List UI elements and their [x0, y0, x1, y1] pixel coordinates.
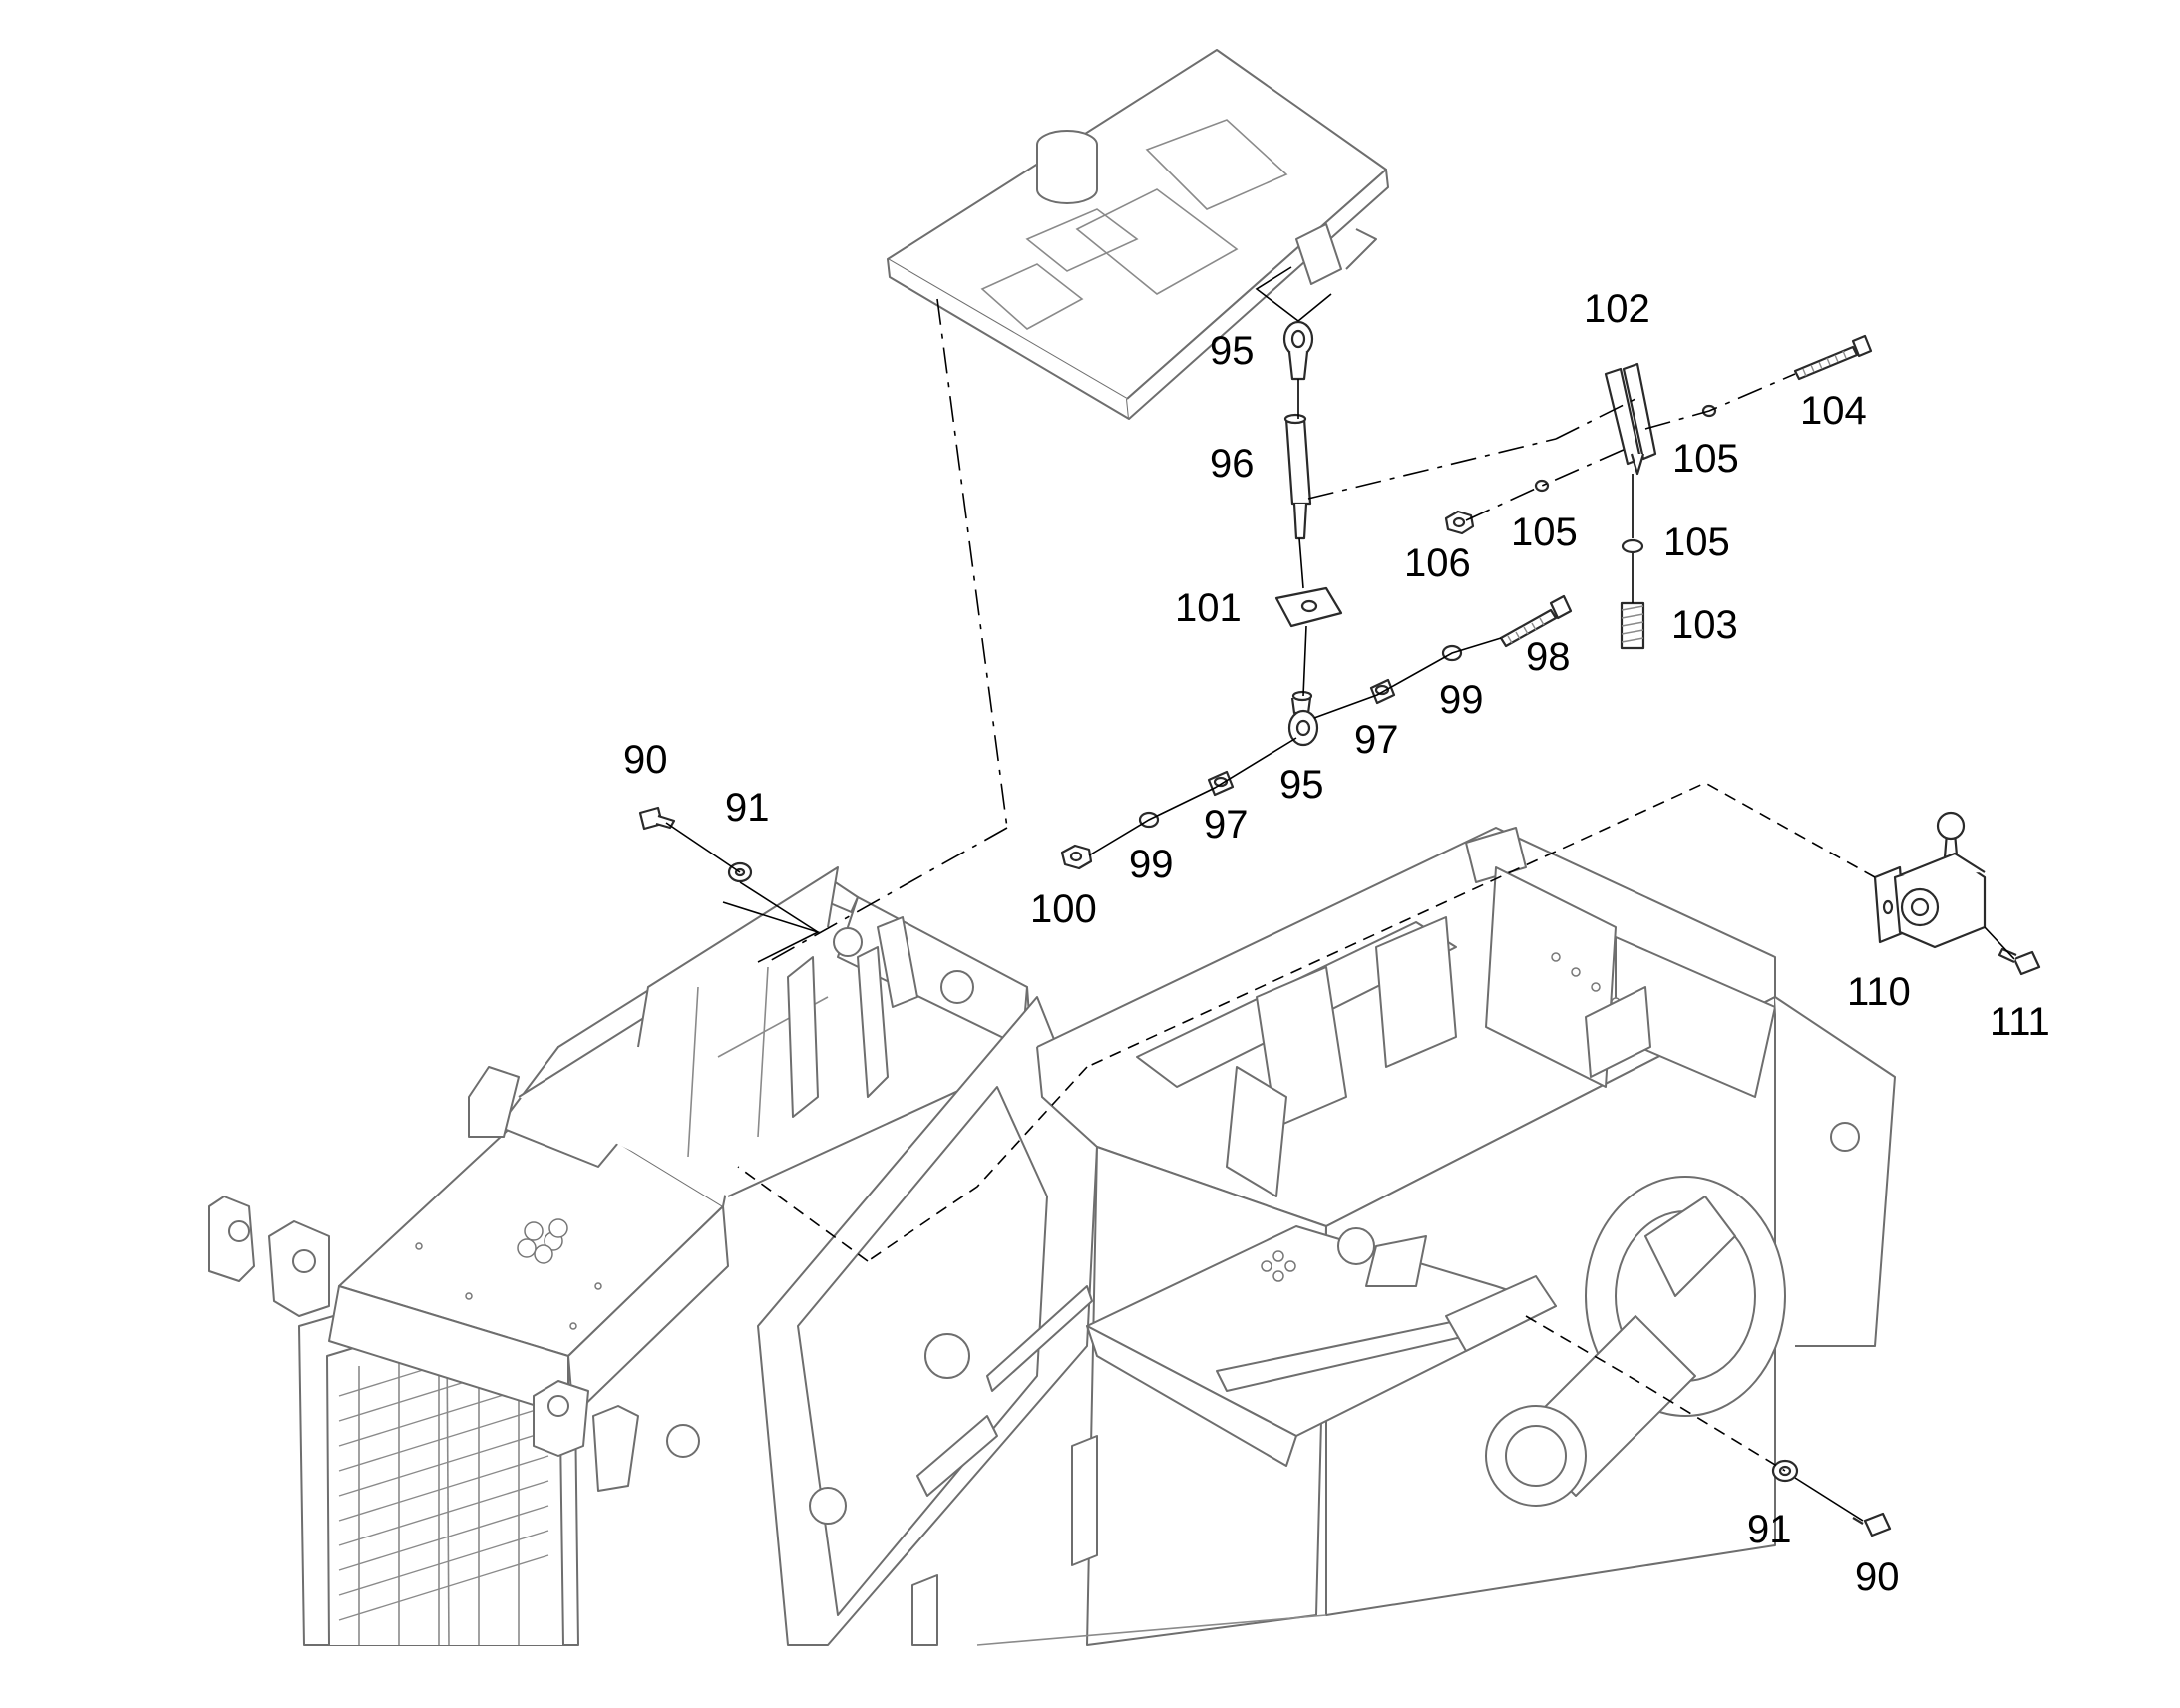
callout-90-upper: 90 [623, 738, 668, 782]
callout-106: 106 [1404, 541, 1471, 585]
callout-95-upper: 95 [1210, 329, 1255, 373]
linkage-parts [638, 320, 2041, 1537]
spring-103 [1620, 601, 1645, 650]
nut-100 [1060, 844, 1093, 870]
machine-frame [208, 827, 1896, 1646]
callout-91-lower: 91 [1747, 1508, 1792, 1551]
callout-105-b: 105 [1511, 511, 1578, 554]
callout-99-left: 99 [1129, 843, 1174, 886]
nut-106 [1444, 510, 1475, 535]
rod-end-upper [1282, 320, 1314, 381]
bolt-98 [1499, 594, 1573, 648]
guide-block [1274, 586, 1343, 628]
callout-91-upper: 91 [725, 786, 770, 830]
loader-arm-structure [468, 866, 1033, 1197]
callout-103: 103 [1671, 603, 1738, 647]
callout-104: 104 [1800, 389, 1867, 433]
rod [1283, 413, 1312, 540]
quick-coupler-left [208, 1196, 700, 1492]
leader-lines [665, 266, 2015, 1522]
callout-105-a: 105 [1672, 437, 1739, 481]
joystick-110 [1873, 811, 1987, 949]
center-cross-member [1086, 1225, 1557, 1467]
top-cover-panel [887, 49, 1389, 420]
callout-97-left: 97 [1204, 803, 1249, 847]
screw-111 [1998, 947, 2041, 976]
callout-90-lower: 90 [1855, 1555, 1900, 1599]
rod-end-lower [1287, 690, 1319, 747]
callout-99-right: 99 [1439, 678, 1484, 722]
callout-111: 111 [1990, 1000, 2050, 1044]
callout-100: 100 [1030, 887, 1097, 931]
lever-bracket [1604, 362, 1657, 476]
bolt-104 [1793, 334, 1873, 381]
callout-95-lower: 95 [1279, 763, 1324, 807]
callout-98: 98 [1526, 635, 1571, 679]
callout-105-c: 105 [1663, 520, 1730, 564]
lower-side-rails [911, 1435, 1327, 1646]
callout-110: 110 [1847, 970, 1911, 1014]
screw-90-lower [1852, 1512, 1892, 1537]
oring-105-b [1534, 479, 1550, 493]
oring-105-c [1621, 538, 1644, 554]
callout-101: 101 [1175, 586, 1242, 630]
drive-motor-housing [1445, 996, 1896, 1507]
side-panel [757, 996, 1098, 1646]
callout-97-right: 97 [1354, 718, 1399, 762]
callout-96: 96 [1210, 442, 1255, 486]
callout-labels: 90 91 95 95 96 97 97 98 99 99 100 101 10… [623, 287, 2050, 1599]
callout-102: 102 [1584, 287, 1650, 331]
